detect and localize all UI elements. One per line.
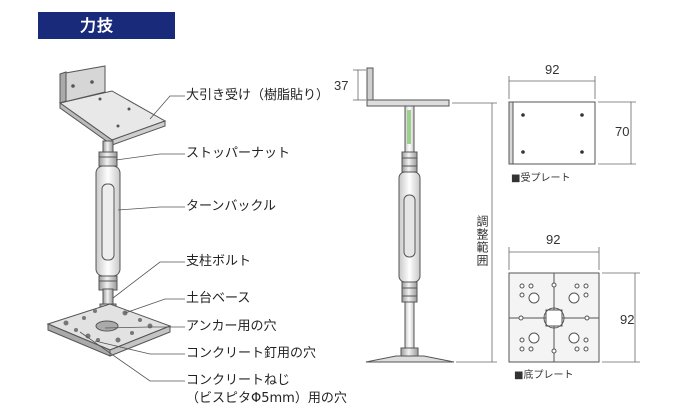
support-elevation (353, 67, 497, 363)
label-anchor-hole: アンカー用の穴 (186, 319, 277, 334)
label-screw-hole-2: （ビスピタΦ5mm）用の穴 (186, 391, 347, 406)
caption-receiver-plate: ■受プレート (511, 173, 571, 184)
dim-receiver-width: 92 (545, 62, 560, 77)
dim-flange-height: 37 (334, 78, 349, 93)
label-screw-hole-1: コンクリートねじ (186, 373, 291, 388)
dim-base-depth: 92 (620, 312, 635, 327)
stopper-nut-3d (98, 151, 118, 167)
base-plate-plan (508, 247, 640, 363)
label-stopper-nut: ストッパーナット (186, 146, 291, 161)
dim-receiver-depth: 70 (615, 124, 630, 139)
label-turnbuckle: ターンバックル (186, 199, 276, 214)
label-base: 土台ベース (186, 291, 251, 306)
title-banner: 力技 (38, 12, 175, 39)
title-text: 力技 (80, 16, 115, 35)
dim-base-width: 92 (546, 232, 561, 247)
caption-base-plate: ■底プレート (514, 370, 574, 381)
receiver-flange-side (366, 67, 374, 103)
receiver-plate-plan (508, 76, 636, 165)
label-nail-hole: コンクリート釘用の穴 (186, 346, 317, 361)
label-support-bolt: 支柱ボルト (186, 254, 252, 269)
dim-adjust-range: 調整範囲 (475, 215, 489, 267)
label-receiver: 大引き受け（樹脂貼り） (186, 88, 330, 103)
support-3d-illustration (46, 65, 185, 382)
